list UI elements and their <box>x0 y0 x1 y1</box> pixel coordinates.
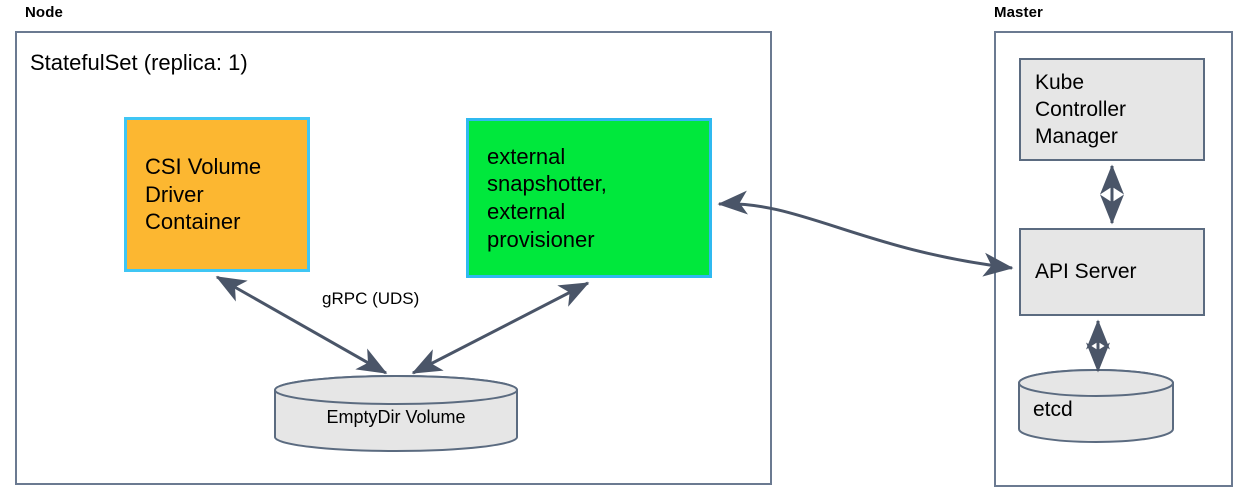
emptydir-volume-cylinder[interactable] <box>273 374 519 453</box>
emptydir-volume-shape <box>274 375 518 452</box>
grpc-uds-edge-label: gRPC (UDS) <box>322 289 420 308</box>
kube-controller-manager-box[interactable]: Kube Controller Manager <box>1019 58 1205 161</box>
api-server-label: API Server <box>1035 260 1137 284</box>
csi-volume-driver-container-label: CSI Volume Driver Container <box>145 153 262 235</box>
api-server-box[interactable]: API Server <box>1019 228 1205 316</box>
emptydir-volume-label: EmptyDir Volume <box>326 407 466 427</box>
external-sidecars-label: external snapshotter, external provision… <box>487 143 607 252</box>
etcd-cylinder[interactable] <box>1017 368 1175 444</box>
etcd-label: etcd <box>1033 398 1073 421</box>
statefulset-title: StatefulSet (replica: 1) <box>30 50 248 75</box>
csi-volume-driver-container-box[interactable]: CSI Volume Driver Container <box>124 117 310 272</box>
etcd-shape <box>1018 369 1174 443</box>
external-sidecars-box[interactable]: external snapshotter, external provision… <box>466 118 712 278</box>
kube-controller-manager-label: Kube Controller Manager <box>1035 70 1127 149</box>
node-group-label: Node <box>25 4 63 21</box>
master-group-label: Master <box>994 4 1043 21</box>
